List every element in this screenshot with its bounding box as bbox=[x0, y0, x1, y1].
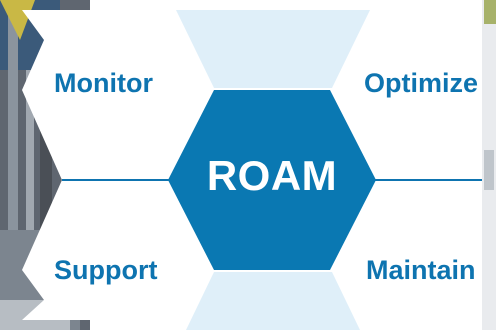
node-label-maintain: Maintain bbox=[366, 255, 476, 285]
left-panel bbox=[22, 10, 176, 320]
background-photo-right bbox=[482, 0, 496, 330]
right-panel bbox=[370, 10, 482, 320]
roam-center-hexagon bbox=[168, 90, 376, 270]
top-light-hexagon bbox=[176, 10, 370, 88]
bottom-light-hexagon bbox=[186, 272, 360, 330]
roam-center-label: ROAM bbox=[206, 152, 338, 199]
node-label-monitor: Monitor bbox=[54, 68, 153, 98]
node-label-support: Support bbox=[54, 255, 158, 285]
node-label-optimize: Optimize bbox=[364, 68, 479, 98]
